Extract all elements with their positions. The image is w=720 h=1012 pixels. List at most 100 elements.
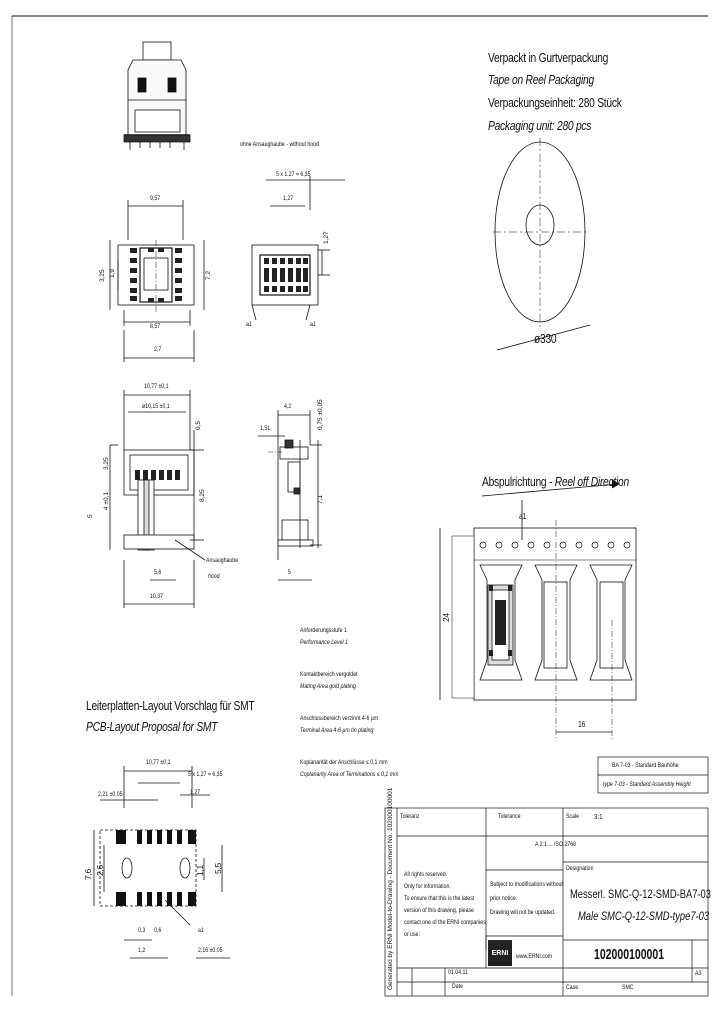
case-value: SMC bbox=[622, 984, 634, 991]
pcb-dim-06: 0,6 bbox=[154, 927, 162, 934]
connector-3d-view bbox=[123, 41, 191, 150]
sidebar-text: Generated by ERNI Model-to-Drawing - Doc… bbox=[387, 787, 394, 990]
dim-56: 5,6 bbox=[154, 569, 162, 576]
dim-1037: 10,37 bbox=[150, 593, 164, 600]
note-1-de: Anforderungsstufe 1 bbox=[300, 627, 347, 634]
pcb-dim-76: 7,6 bbox=[83, 869, 93, 880]
note-2-en: Mating Area gold plating bbox=[300, 683, 356, 690]
reel-off-title: Abspulrichtung - Reel off Direction bbox=[482, 476, 629, 489]
rights-line-5: contact one of the ERNI companies bbox=[404, 919, 486, 926]
dim-71: 7,1 bbox=[317, 494, 324, 504]
scale-value: 3:1 bbox=[594, 812, 603, 821]
dim-72: 7,2 bbox=[205, 270, 212, 280]
title-block-lines bbox=[384, 756, 709, 997]
packaging-unit-de: Verpackungseinheit: 280 Stück bbox=[488, 96, 622, 110]
dim-5: 5 bbox=[87, 514, 94, 518]
side-view bbox=[258, 410, 322, 581]
pcb-dim-26: 2,6 bbox=[95, 865, 105, 876]
tolerance-label: Toleranz bbox=[400, 813, 420, 820]
dim-5b: 5 bbox=[288, 569, 291, 576]
pcb-dim-12: 1,2 bbox=[138, 947, 146, 954]
dim-19: 1,9 bbox=[109, 268, 116, 278]
designation-label: Designation bbox=[566, 865, 594, 872]
dim-325: 3,25 bbox=[99, 269, 106, 282]
pcb-dim-221: 2,21 ±0,05 bbox=[98, 791, 123, 798]
pcb-dim-216: 2,16 ±0,05 bbox=[198, 947, 223, 954]
dim-075: 0,75 ±0,05 bbox=[317, 399, 324, 430]
ba-en: type 7-03 - Standard Assembly Height bbox=[603, 781, 691, 788]
change-line-3: Drawing will not be updated. bbox=[490, 909, 556, 916]
reel-diameter: 330 bbox=[540, 332, 557, 346]
dim-957: 9,57 bbox=[150, 195, 161, 202]
note-1-en: Performance Level 1 bbox=[300, 639, 348, 646]
rights-line-4: version of this drawing, please bbox=[404, 907, 474, 914]
rights-line-3: To ensure that this is the latest bbox=[404, 895, 475, 902]
dim-127: 1,27 bbox=[283, 195, 294, 202]
product-de: Messerl. SMC-Q-12-SMD-BA7-03 bbox=[570, 887, 711, 901]
pcb-dim-127: 1,27 bbox=[190, 789, 201, 796]
date-1: 01.04.11 bbox=[448, 969, 468, 976]
dim-825: 8,25 bbox=[199, 489, 206, 502]
dim-857: 8,57 bbox=[150, 323, 161, 330]
packaging-title-de: Verpackt in Gurtverpackung bbox=[488, 51, 609, 65]
dim-5x127: 5 x 1,27 = 6,35 bbox=[276, 171, 311, 178]
dim-05: 0,5 bbox=[195, 420, 202, 430]
part-number: 102000100001 bbox=[594, 946, 665, 963]
case-label: Case bbox=[566, 984, 579, 991]
a1-right: a1 bbox=[310, 321, 316, 328]
reel-off-title-de: Abspulrichtung - bbox=[482, 475, 555, 489]
dim-42: 4,2 bbox=[284, 403, 292, 410]
pcb-layout bbox=[93, 766, 230, 959]
note-2-de: Kontaktbereich vergoldet bbox=[300, 671, 358, 678]
website[interactable]: www.ERNI.com bbox=[516, 953, 553, 960]
tape-width-dim: 24 bbox=[441, 613, 451, 622]
iso-label: A 2:1 ... ISO 2768 bbox=[535, 841, 577, 848]
pcb-a1: a1 bbox=[198, 927, 204, 934]
product-en: Male SMC-Q-12-SMD-type7-03 bbox=[578, 909, 710, 923]
pcb-dim-03: 0,3 bbox=[138, 927, 146, 934]
pcb-dim-5x127: 5 x 1,27 = 6,35 bbox=[188, 771, 223, 778]
scale-label: Scale bbox=[566, 813, 580, 820]
note-4-de: Koplanarität der Anschlüsse ≤ 0,1 mm bbox=[300, 759, 388, 766]
rights-line-1: All rights reserved. bbox=[404, 871, 448, 878]
note-3-de: Anschlussbereich verzinnt 4-6 µm bbox=[300, 715, 379, 722]
reel-off-title-en: Reel off Direction bbox=[554, 475, 629, 489]
dim-127v: 1,27 bbox=[323, 231, 330, 244]
erni-logo: ERNI bbox=[488, 940, 512, 966]
dim-1077: 10,77 ±0,1 bbox=[144, 383, 169, 390]
dim-325b: 3,25 bbox=[103, 457, 110, 470]
rights-line-2: Only for information. bbox=[404, 883, 451, 890]
pcb-dim-55: 5,5 bbox=[213, 863, 223, 874]
dim-27: 2,7 bbox=[154, 346, 162, 353]
reel-diameter-label: ø330 bbox=[534, 332, 557, 346]
pcb-title-en: PCB-Layout Proposal for SMT bbox=[86, 720, 218, 734]
hood-label-en: hood bbox=[208, 573, 220, 580]
top-view-right bbox=[251, 176, 345, 321]
dim-4: 4 ±0,1 bbox=[103, 491, 110, 510]
note-3-en: Terminal Area 4-6 µm tin plating bbox=[300, 727, 374, 734]
pcb-dim-11: 1,1 bbox=[195, 865, 205, 876]
reel-drawing bbox=[493, 138, 591, 351]
change-line-2: prior notice. bbox=[490, 895, 518, 902]
front-view bbox=[109, 390, 206, 608]
ba-de: BA 7-03 - Standard Bauhöhe bbox=[612, 762, 679, 769]
hood-note: ohne Ansaughaube - without hood bbox=[240, 141, 319, 148]
date-2: Date bbox=[452, 983, 463, 990]
dim-1015: ø10,15 ±0,1 bbox=[142, 403, 170, 410]
tolerance2-label: Tolerance bbox=[498, 813, 521, 820]
rights-line-6: or use: bbox=[404, 931, 420, 938]
packaging-unit-en: Packaging unit: 280 pcs bbox=[488, 119, 592, 133]
hood-label-de: Ansaughaube bbox=[206, 557, 239, 564]
pcb-title-de: Leiterplatten-Layout Vorschlag für SMT bbox=[86, 699, 255, 713]
tape-pitch-dim: 16 bbox=[578, 719, 586, 729]
sheet-size: A3 bbox=[695, 970, 702, 977]
a1-left: a1 bbox=[246, 321, 252, 328]
note-4-en: Coplanarity Area of Terminations ≤ 0,1 m… bbox=[300, 771, 399, 778]
carrier-tape bbox=[439, 479, 637, 740]
packaging-title-en: Tape on Reel Packaging bbox=[488, 73, 594, 87]
dim-151: 1,51 bbox=[260, 425, 271, 432]
pcb-dim-1077: 10,77 ±0,1 bbox=[146, 759, 171, 766]
change-line-1: Subject to modifications without bbox=[490, 881, 563, 888]
